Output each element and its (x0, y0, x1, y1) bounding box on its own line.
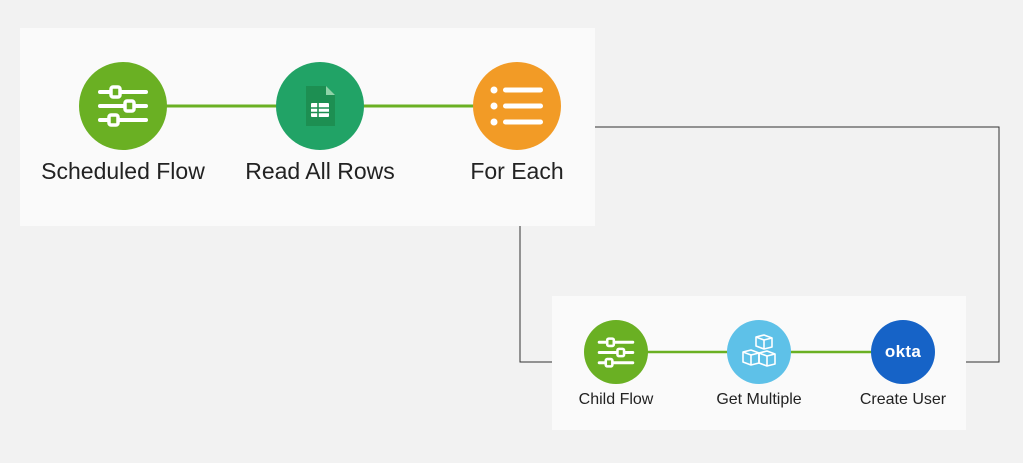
loop-connector-right (595, 126, 1000, 363)
loop-connector-left (519, 226, 552, 363)
scheduled-flow-node[interactable] (79, 62, 167, 150)
cubes-icon (742, 334, 776, 367)
child-flow-label: Child Flow (578, 391, 654, 408)
get-multiple-node[interactable] (727, 320, 791, 384)
sliders-icon (597, 336, 635, 368)
google-sheets-icon (306, 86, 335, 126)
scheduled-flow-label: Scheduled Flow (41, 158, 205, 184)
create-user-node[interactable]: okta (871, 320, 935, 384)
for-each-node[interactable] (473, 62, 561, 150)
sliders-icon (98, 85, 148, 127)
get-multiple-label: Get Multiple (716, 391, 802, 408)
child-flow-node[interactable] (584, 320, 648, 384)
for-each-label: For Each (470, 158, 564, 184)
create-user-label: Create User (859, 391, 947, 408)
read-all-rows-node[interactable] (276, 62, 364, 150)
okta-icon: okta (884, 342, 922, 361)
list-icon (490, 86, 543, 126)
read-all-rows-label: Read All Rows (245, 158, 395, 184)
